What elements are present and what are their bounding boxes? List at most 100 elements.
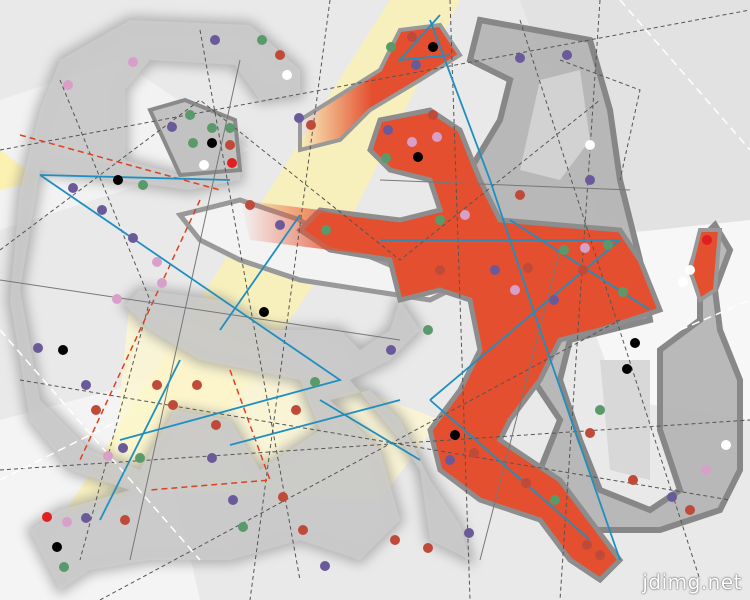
white-dashed-lines [0,0,750,561]
star-dot [413,152,423,162]
star-dots [33,32,731,572]
star-dot [445,455,455,465]
star-dot [667,492,677,502]
star-dot [62,517,72,527]
star-dot [294,113,304,123]
star-dot [595,550,605,560]
star-dot [152,257,162,267]
star-dot [63,80,73,90]
star-dot [135,453,145,463]
star-dot [58,345,68,355]
star-dot [168,400,178,410]
star-dot [386,345,396,355]
solid-lines [0,59,631,561]
red-figure [240,22,723,584]
gray-figure-left [6,16,475,595]
star-dot [628,475,638,485]
star-dot [185,110,195,120]
star-dot [515,53,525,63]
star-dot [630,338,640,348]
star-dot [622,364,632,374]
star-dot [702,235,712,245]
star-dot [33,343,43,353]
star-dot [428,110,438,120]
star-dot [603,240,613,250]
star-dot [291,405,301,415]
star-dot [550,495,560,505]
star-dot [207,453,217,463]
star-dot [559,245,569,255]
watermark-text: jdimg.net [642,570,742,594]
star-dot [113,175,123,185]
star-dot [407,32,417,42]
star-dot [282,70,292,80]
star-dot [464,528,474,538]
star-dot [383,125,393,135]
star-dot [298,525,308,535]
star-dot [460,210,470,220]
star-dot [432,132,442,142]
star-dot [407,137,417,147]
star-dot [97,205,107,215]
star-dot [207,123,217,133]
star-dot [228,495,238,505]
star-dot [138,180,148,190]
star-dot [435,215,445,225]
star-dot [211,420,221,430]
star-dot [386,42,396,52]
star-dot [227,158,237,168]
star-dot [578,265,588,275]
star-dot [469,448,479,458]
star-dot [701,465,711,475]
star-dot [618,287,628,297]
star-dot [210,35,220,45]
star-dot [423,325,433,335]
star-dot [582,540,592,550]
star-dot [423,543,433,553]
star-dot [435,265,445,275]
star-dot [199,160,209,170]
star-dot [580,243,590,253]
star-dot [192,380,202,390]
star-dot [450,430,460,440]
star-dot [207,138,217,148]
star-dot [411,60,421,70]
star-dot [52,542,62,552]
star-dot [112,294,122,304]
red-dashed-lines [19,134,272,491]
star-dot [595,405,605,415]
star-dot [381,153,391,163]
star-dot [306,120,316,130]
star-dot [245,200,255,210]
star-dot [68,183,78,193]
star-dot [167,122,177,132]
star-dot [225,123,235,133]
star-dot [549,295,559,305]
star-dot [490,265,500,275]
star-dot [275,220,285,230]
star-dot [721,440,731,450]
star-dot [59,562,69,572]
star-dot [685,265,695,275]
star-dot [562,50,572,60]
star-dot [103,451,113,461]
star-dot [188,138,198,148]
star-dot [685,505,695,515]
star-dot [585,140,595,150]
star-dot [118,443,128,453]
star-dot [259,307,269,317]
star-dot [278,492,288,502]
star-dot [128,233,138,243]
star-dot [320,561,330,571]
star-dot [321,225,331,235]
star-dot [42,512,52,522]
blue-constellation-lines [39,14,651,561]
star-dot [515,190,525,200]
star-dot [390,535,400,545]
star-dot [238,522,248,532]
star-dot [81,380,91,390]
star-dot [257,35,267,45]
